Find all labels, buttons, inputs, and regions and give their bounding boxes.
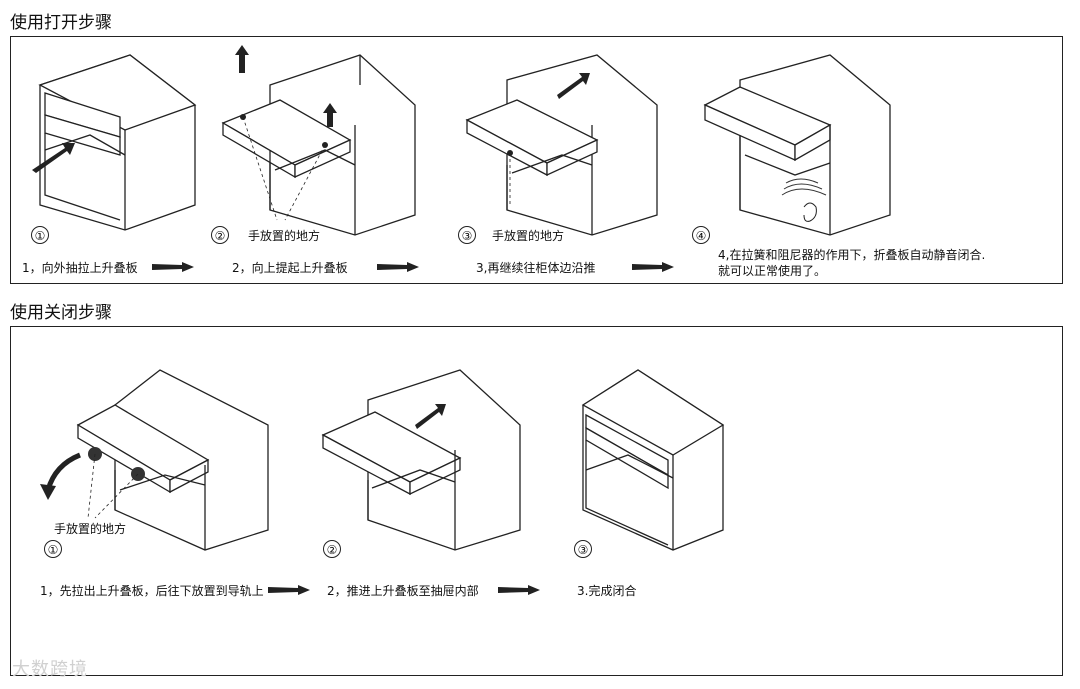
lift-up-arrow-icon <box>235 45 249 73</box>
open-step-3-caption: 3,再继续往柜体边沿推 <box>476 261 596 275</box>
open-step-4-caption-line2: 就可以正常使用了。 <box>718 264 827 278</box>
pull-out-arrow-icon <box>32 143 75 173</box>
swing-down-arrow-icon <box>40 484 56 500</box>
next-arrow-icon <box>632 262 674 272</box>
cabinet-illustration-open-2 <box>221 45 416 236</box>
cabinet-illustration-close-2 <box>321 369 521 551</box>
lift-up-arrow-icon-2 <box>323 103 337 127</box>
open-steps-panel <box>10 36 1063 284</box>
open-step-2-caption: 2，向上提起上升叠板 <box>232 261 348 275</box>
open-step-2-number: ② <box>211 226 229 244</box>
push-in-arrow-icon <box>415 404 446 429</box>
next-arrow-icon <box>377 262 419 272</box>
close-step-1-hand-annotation: 手放置的地方 <box>54 522 127 536</box>
close-step-1-number: ① <box>44 540 62 558</box>
next-arrow-icon <box>268 585 310 595</box>
open-step-1-caption: 1，向外抽拉上升叠板 <box>22 261 138 275</box>
close-step-3-caption: 3.完成闭合 <box>577 584 637 598</box>
open-section-title: 使用打开步骤 <box>10 13 112 33</box>
next-arrow-icon <box>498 585 540 595</box>
cabinet-illustration-open-3 <box>465 54 658 236</box>
cabinet-illustration-open-4 <box>703 54 891 236</box>
close-step-2-number: ② <box>323 540 341 558</box>
open-step-3-hand-annotation: 手放置的地方 <box>492 229 565 243</box>
push-arrow-icon <box>557 73 590 99</box>
next-arrow-icon <box>152 262 194 272</box>
close-step-3-number: ③ <box>574 540 592 558</box>
open-step-2-hand-annotation: 手放置的地方 <box>248 229 321 243</box>
open-step-4-number: ④ <box>692 226 710 244</box>
close-step-2-caption: 2，推进上升叠板至抽屉内部 <box>327 584 479 598</box>
cabinet-illustration-close-3 <box>581 369 725 551</box>
cabinet-illustration-open-1 <box>32 54 197 231</box>
close-step-1-caption: 1，先拉出上升叠板，后往下放置到导轨上 <box>40 584 264 598</box>
open-step-4-caption-line1: 4,在拉簧和阻尼器的作用下，折叠板自动静音闭合. <box>718 248 986 262</box>
close-section-title: 使用关闭步骤 <box>10 303 112 323</box>
ear-icon <box>803 202 817 222</box>
open-step-1-number: ① <box>31 226 49 244</box>
cabinet-illustration-close-1 <box>40 369 269 551</box>
close-steps-panel <box>10 326 1063 676</box>
open-step-3-number: ③ <box>458 226 476 244</box>
watermark-logo: 大数跨境 <box>12 659 88 680</box>
